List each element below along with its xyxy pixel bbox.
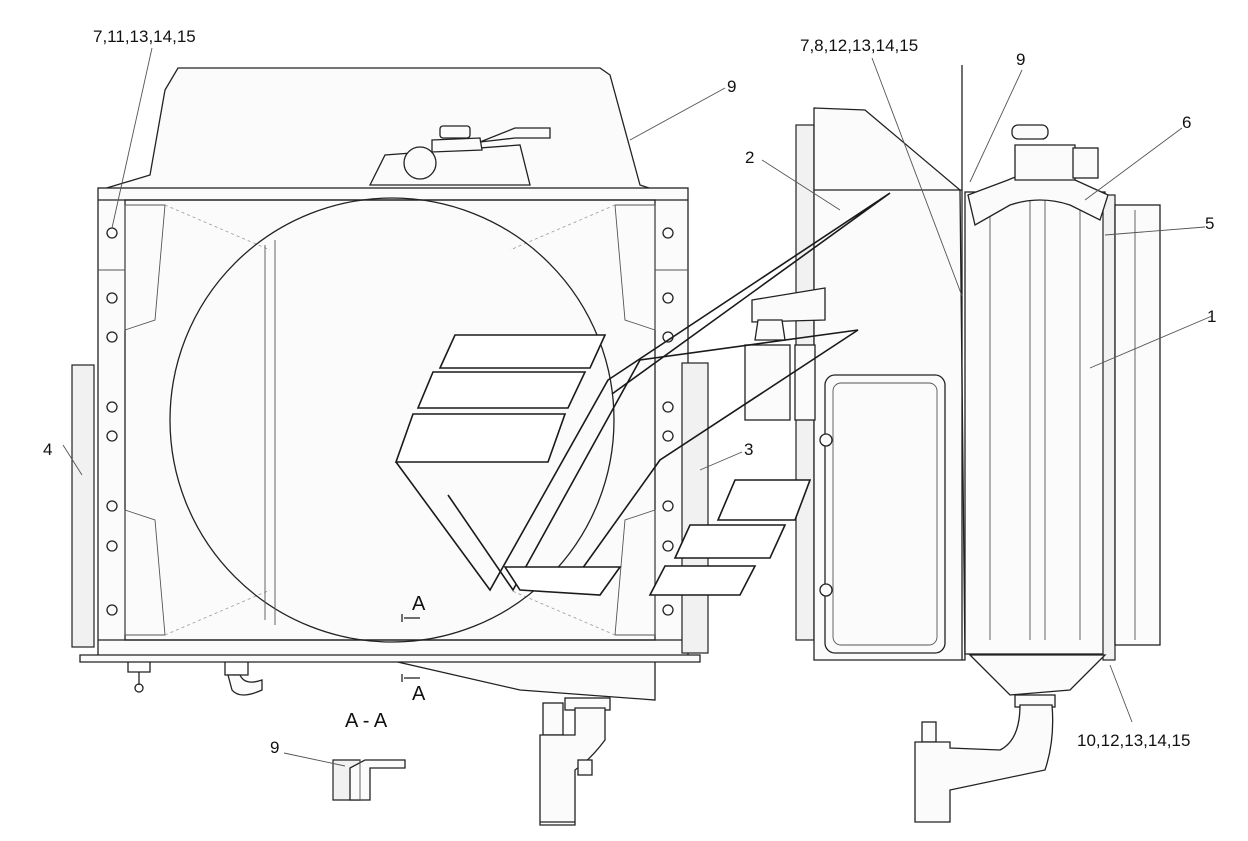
leader-lines [62,47,1213,767]
callout-left-9: 9 [727,77,736,96]
callout-right-6: 6 [1182,113,1191,132]
callout-right-top: 7,8,12,13,14,15 [800,36,918,55]
callout-left-2: 2 [745,148,754,167]
callout-right-1: 1 [1207,307,1216,326]
radiator-core-side [964,191,1106,655]
callout-left-3: 3 [744,440,753,459]
section-title: A - A [345,710,388,732]
section-detail [332,759,406,801]
filler-cap [403,146,437,180]
callout-right-5: 5 [1205,214,1214,233]
callout-detail-9: 9 [270,738,279,757]
front-view [71,67,709,826]
callout-left-4: 4 [43,440,52,459]
outlet-pipe [539,697,611,826]
side-plate-right [681,362,709,654]
section-marker-top: A [412,593,426,615]
bolt-column-left [106,227,118,616]
expansion-tank [824,374,946,654]
side-plate-left [71,364,95,648]
section-marker-bottom: A [412,683,426,705]
watermark-logo [394,192,891,596]
callout-right-9: 9 [1016,50,1025,69]
outlet-pipe-side [914,694,1056,823]
fan-ring [169,197,615,643]
callout-right-bottom: 10,12,13,14,15 [1077,731,1190,750]
callout-left-top: 7,11,13,14,15 [93,27,196,46]
side-view [744,65,1161,823]
section-cut-marks [401,614,420,682]
